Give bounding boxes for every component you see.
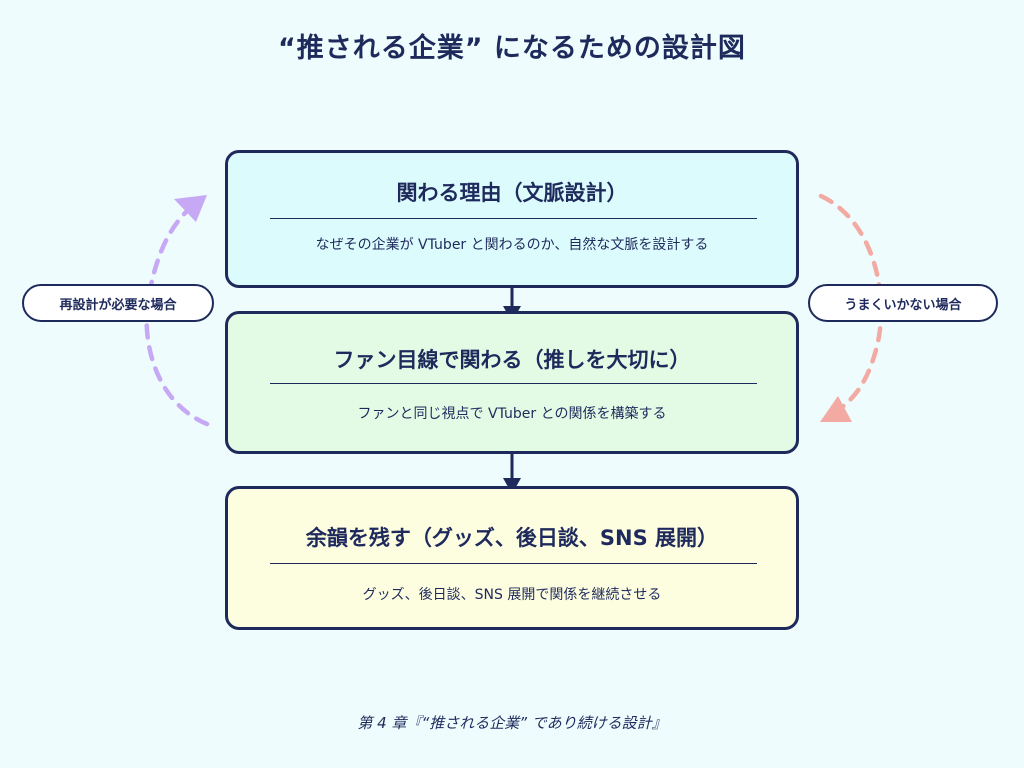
step-description: なぜその企業が VTuber と関わるのか、自然な文脈を設計する bbox=[315, 237, 709, 253]
step-description: グッズ、後日談、SNS 展開で関係を継続させる bbox=[362, 587, 662, 603]
chapter-caption: 第 4 章『“推される企業” であり続ける設計』 bbox=[357, 714, 667, 732]
step-heading: ファン目線で関わる（推しを大切に） bbox=[333, 348, 691, 372]
step-box-fan-perspective: ファン目線で関わる（推しを大切に） ファンと同じ視点で VTuber との関係を… bbox=[225, 311, 799, 454]
page-title: “推される企業” になるための設計図 bbox=[278, 33, 746, 64]
divider bbox=[270, 218, 757, 219]
divider bbox=[270, 563, 757, 564]
step-heading: 関わる理由（文脈設計） bbox=[396, 181, 628, 205]
redesign-label: 再設計が必要な場合 bbox=[22, 284, 214, 322]
divider bbox=[270, 383, 757, 384]
step-box-context-design: 関わる理由（文脈設計） なぜその企業が VTuber と関わるのか、自然な文脈を… bbox=[225, 150, 799, 288]
step-description: ファンと同じ視点で VTuber との関係を構築する bbox=[357, 406, 667, 422]
step-heading: 余韻を残す（グッズ、後日談、SNS 展開） bbox=[305, 526, 719, 550]
step-box-afterglow: 余韻を残す（グッズ、後日談、SNS 展開） グッズ、後日談、SNS 展開で関係を… bbox=[225, 486, 799, 630]
not-working-label: うまくいかない場合 bbox=[808, 284, 998, 322]
